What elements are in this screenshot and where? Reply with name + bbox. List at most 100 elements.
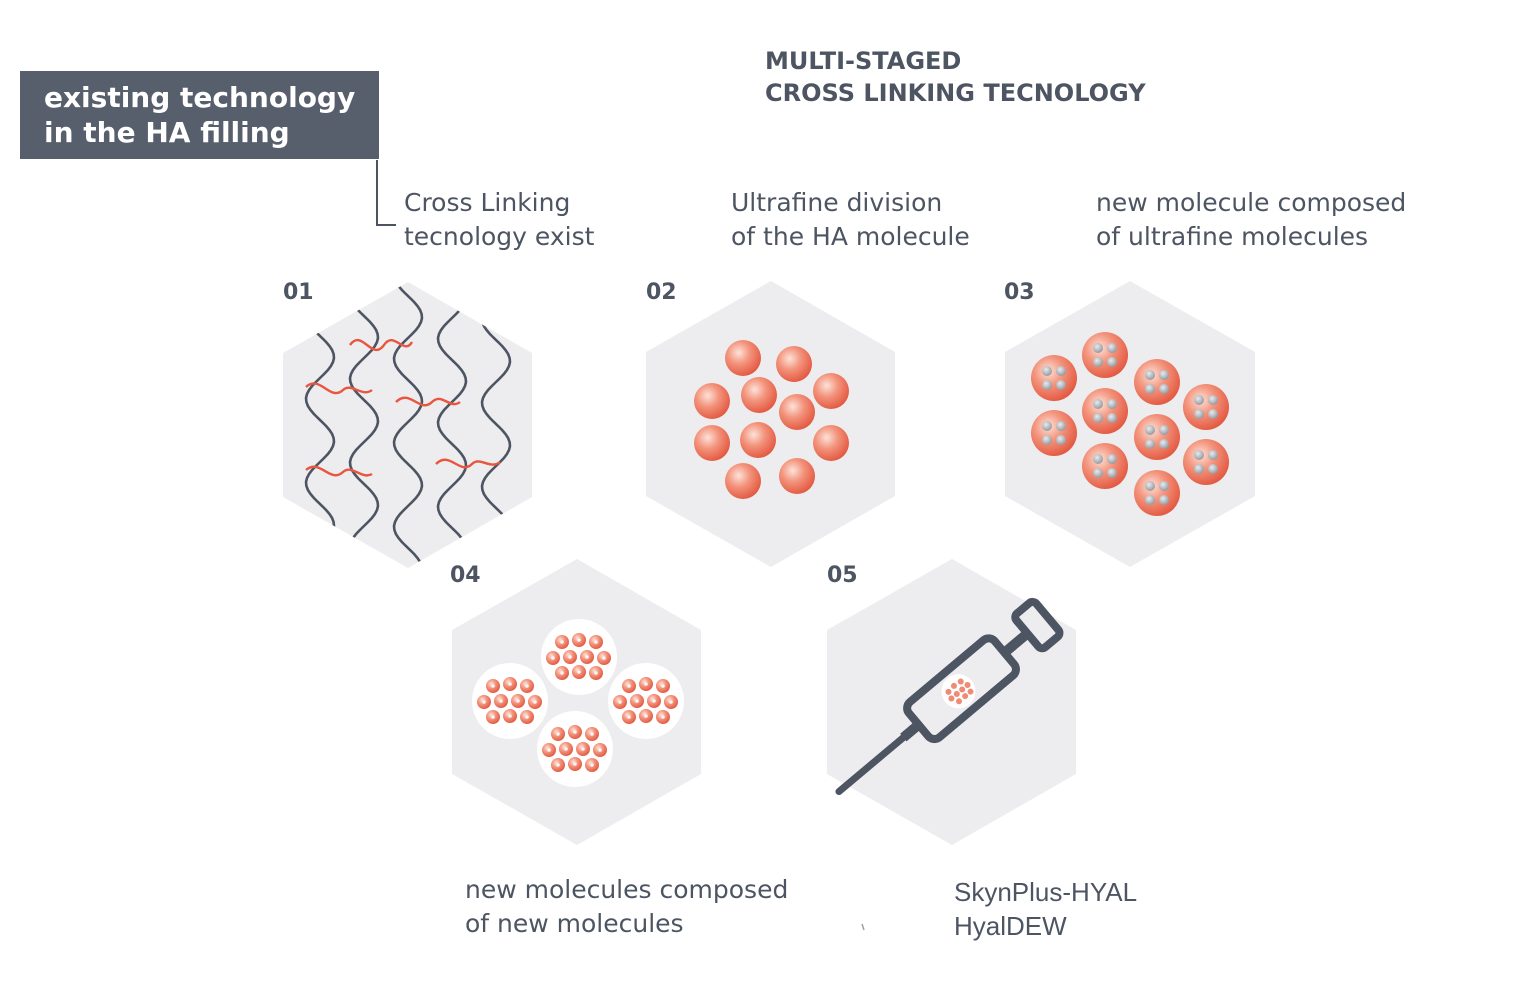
sphere (741, 377, 777, 413)
syringe-dot (948, 695, 955, 702)
sphere-shell (1031, 355, 1077, 401)
sphere (779, 458, 815, 494)
mini-dot (560, 640, 564, 644)
syringe-dot (959, 686, 966, 693)
sphere (694, 425, 730, 461)
step-number-02: 02 (646, 280, 677, 305)
mini-dot (669, 700, 673, 704)
caption-04-line-1: new molecules composed (465, 875, 789, 904)
mini-dot (652, 699, 656, 703)
sphere-shell (1134, 359, 1180, 405)
grey-dot (1093, 413, 1103, 423)
composed-sphere (1183, 384, 1229, 430)
grey-dot (1107, 413, 1117, 423)
caption-01-line-2: tecnology exist (404, 222, 595, 251)
mini-dot (581, 747, 585, 751)
sphere (813, 373, 849, 409)
composed-sphere (1134, 470, 1180, 516)
mini-dot (551, 656, 555, 660)
composed-sphere (1031, 355, 1077, 401)
composed-sphere (1183, 439, 1229, 485)
mini-dot (525, 684, 529, 688)
existing-tech-label: existing technology in the HA filling (44, 80, 355, 150)
grey-dot (1107, 357, 1117, 367)
composed-sphere (1134, 414, 1180, 460)
syringe-dot (953, 690, 960, 697)
grey-dot (1208, 395, 1218, 405)
mini-dot (577, 638, 581, 642)
composed-sphere (1082, 388, 1128, 434)
sphere (776, 346, 812, 382)
grey-dot (1145, 439, 1155, 449)
sphere-shell (1134, 414, 1180, 460)
mini-dot (556, 763, 560, 767)
mini-dot (516, 699, 520, 703)
mini-dot (491, 684, 495, 688)
mini-dot (590, 732, 594, 736)
grey-dot (1093, 399, 1103, 409)
existing-tech-tag (20, 71, 379, 159)
syringe-dot (964, 681, 971, 688)
grey-dot (1056, 435, 1066, 445)
caption-05-line-1: SkynPlus-HYAL (954, 877, 1138, 907)
page-title: MULTI-STAGED CROSS LINKING TECNOLOGY (765, 45, 1146, 109)
grey-dot (1159, 481, 1169, 491)
grey-dot (1194, 450, 1204, 460)
grey-dot (1056, 380, 1066, 390)
title-line-1: MULTI-STAGED (765, 47, 962, 75)
mini-dot (508, 714, 512, 718)
molecule-cluster (541, 619, 617, 695)
grey-dot (1145, 495, 1155, 505)
chain-strand (392, 282, 424, 568)
mini-dot (547, 748, 551, 752)
hexagon-04 (452, 559, 701, 845)
sphere (779, 394, 815, 430)
mini-dot (577, 670, 581, 674)
grey-dot (1159, 384, 1169, 394)
molecule-cluster (608, 663, 684, 739)
step-number-03: 03 (1004, 280, 1035, 305)
tag-line-1: existing technology (44, 81, 356, 114)
tag-line-2: in the HA filling (44, 116, 290, 149)
sphere (813, 425, 849, 461)
sphere-shell (1082, 443, 1128, 489)
mini-dot (618, 700, 622, 704)
caption-03-line-1: new molecule composed (1096, 188, 1407, 217)
composed-sphere (1031, 410, 1077, 456)
sphere (740, 422, 776, 458)
mini-dot (525, 715, 529, 719)
grey-dot (1145, 370, 1155, 380)
composed-sphere (1082, 332, 1128, 378)
mini-dot (594, 640, 598, 644)
grey-dot (1042, 380, 1052, 390)
grey-dot (1159, 439, 1169, 449)
caption-03-line-2: of ultrafine molecules (1096, 222, 1369, 251)
grey-dot (1145, 425, 1155, 435)
step-number-04: 04 (450, 563, 481, 588)
grey-dot (1159, 495, 1169, 505)
mini-dot (644, 714, 648, 718)
mini-dot (560, 671, 564, 675)
grey-dot (1159, 425, 1169, 435)
caption-step-03: new molecule composed of ultrafine molec… (1096, 186, 1406, 254)
grey-dot (1042, 366, 1052, 376)
mini-dot (602, 656, 606, 660)
syringe-dot (962, 693, 969, 700)
syringe-dot (950, 682, 957, 689)
sphere-shell (1183, 439, 1229, 485)
hexagon-02 (646, 281, 895, 567)
caption-01-line-1: Cross Linking (404, 188, 571, 217)
grey-dot (1093, 454, 1103, 464)
mini-dot (482, 700, 486, 704)
mini-dot (661, 684, 665, 688)
stray-mark (861, 923, 865, 931)
grey-dot (1208, 464, 1218, 474)
hexagon-03 (1005, 281, 1255, 567)
mini-dot (556, 732, 560, 736)
sphere-shell (1082, 332, 1128, 378)
syringe-dot (956, 698, 963, 705)
caption-05-line-2: HyalDEW (954, 911, 1067, 941)
mini-dot (627, 715, 631, 719)
tag-connector-line (376, 160, 396, 226)
